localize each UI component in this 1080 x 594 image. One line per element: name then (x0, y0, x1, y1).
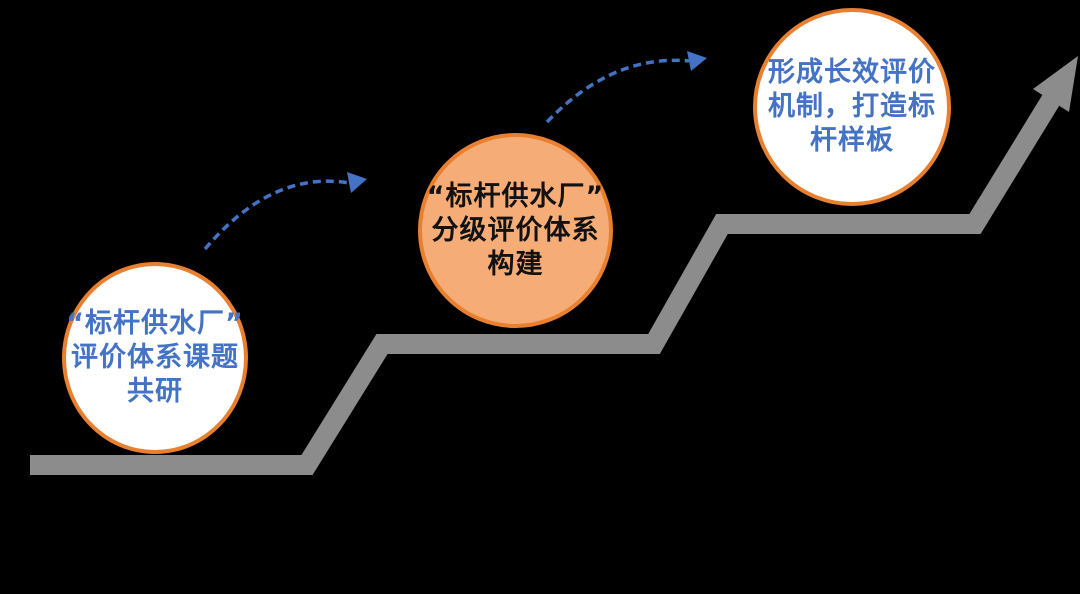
step-2-label-line-1: “标杆供水厂” (426, 180, 605, 212)
curved-arrow-2-arrowhead-icon (687, 51, 707, 71)
step-2-label-line-3: 构建 (487, 248, 544, 280)
step-circle-2: “标杆供水厂” 分级评价体系 构建 (418, 133, 613, 328)
step-3-label-line-2: 机制，打造标 (768, 91, 936, 122)
step-2-label-line-2: 分级评价体系 (431, 214, 600, 246)
staircase-line (30, 94, 1060, 475)
step-1-label-line-2: 评价体系课题 (71, 342, 239, 373)
step-1-label-line-1: “标杆供水厂” (66, 308, 244, 339)
step-circle-1: “标杆供水厂” 评价体系课题 共研 (62, 262, 248, 454)
step-1-label-line-3: 共研 (127, 376, 183, 407)
curved-arrow-1-arrowhead-icon (347, 172, 367, 193)
staircase-arrowhead-icon (1033, 56, 1078, 112)
step-circle-3: 形成长效评价 机制，打造标 杆样板 (753, 8, 951, 206)
curved-dashed-arrow-2 (545, 58, 690, 124)
step-3-label-line-3: 杆样板 (810, 125, 894, 156)
curved-dashed-arrow-1 (203, 179, 350, 251)
step-3-label-line-1: 形成长效评价 (768, 57, 936, 88)
